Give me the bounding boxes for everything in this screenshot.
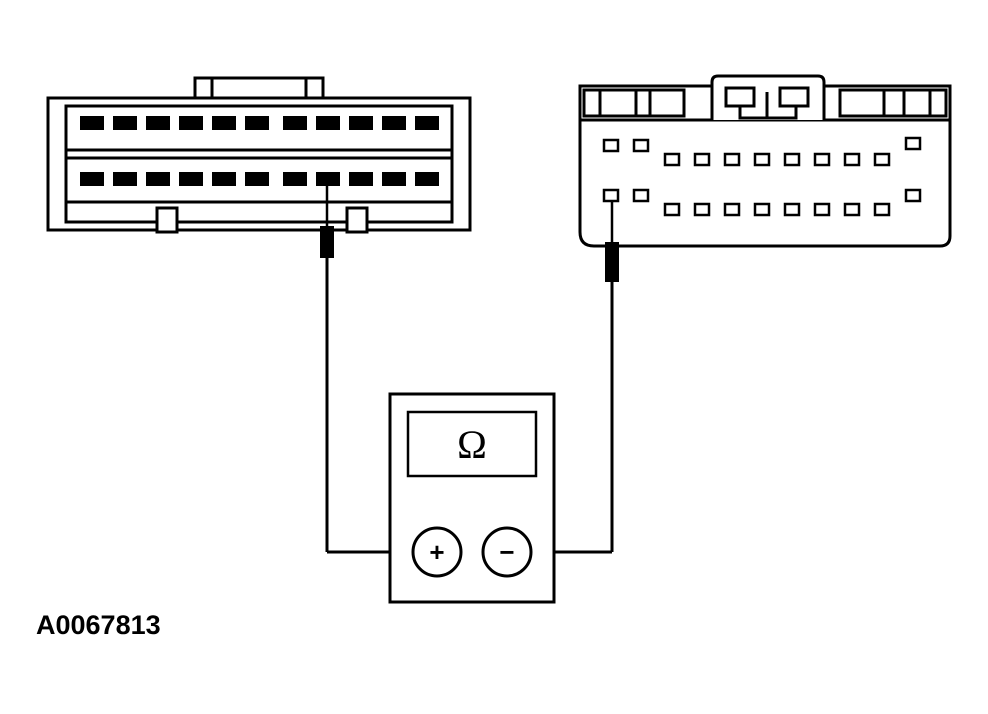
left-connector-pins-lower (80, 172, 439, 186)
negative-test-lead (533, 200, 619, 554)
left-connector-upper-row (64, 104, 454, 152)
left-connector-tab-left (155, 206, 179, 234)
negative-terminal-label: − (499, 537, 514, 567)
ohmmeter: Ω + − (388, 392, 556, 604)
left-connector (46, 76, 472, 234)
positive-test-lead (320, 178, 412, 554)
left-connector-pins-upper (80, 116, 439, 130)
right-connector-cavities (602, 136, 922, 217)
left-connector-lower-row (64, 156, 454, 204)
ohmmeter-display (406, 410, 538, 478)
negative-probe-tip (605, 242, 619, 282)
left-connector-tab-right (345, 206, 369, 234)
ohm-symbol: Ω (457, 422, 487, 467)
positive-terminal (411, 526, 463, 578)
left-connector-latch (193, 76, 325, 100)
positive-terminal-label: + (429, 537, 444, 567)
figure-reference-id: A0067813 (36, 610, 161, 640)
positive-probe-tip (320, 226, 334, 258)
negative-terminal (481, 526, 533, 578)
